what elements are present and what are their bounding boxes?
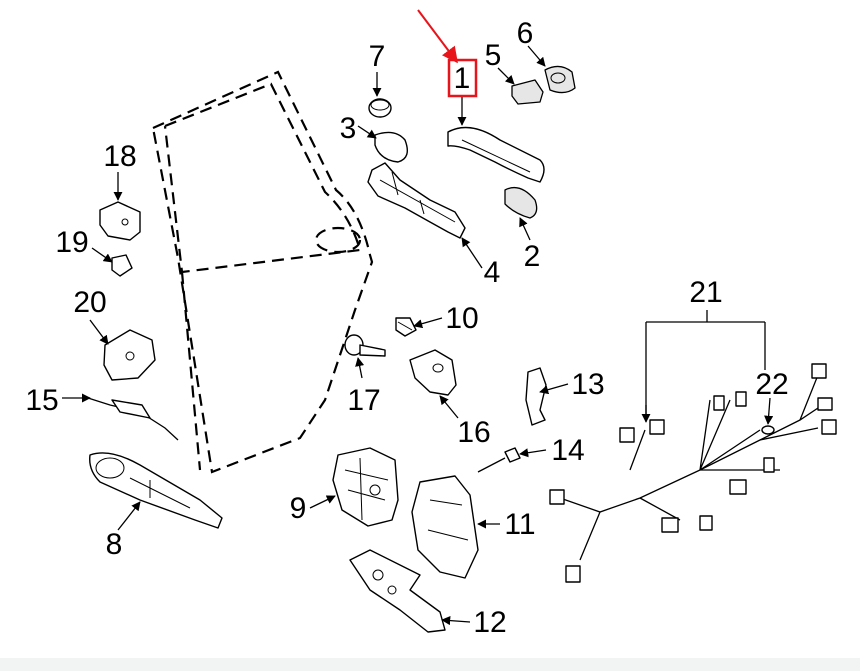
callout-18[interactable]: 18 xyxy=(103,140,136,173)
part-13-seal[interactable] xyxy=(525,367,547,426)
part-1-outside-handle[interactable] xyxy=(447,126,545,183)
part-12-bracket[interactable] xyxy=(349,549,446,633)
callout-9[interactable]: 9 xyxy=(290,492,307,525)
part-3-gasket[interactable] xyxy=(374,131,408,163)
callout-13[interactable]: 13 xyxy=(571,368,604,401)
highlight-marker xyxy=(417,9,478,98)
part-10-bolt[interactable] xyxy=(395,317,417,337)
callout-3[interactable]: 3 xyxy=(340,112,357,145)
part-11-latch-cover[interactable] xyxy=(411,475,479,579)
callout-14[interactable]: 14 xyxy=(551,434,584,467)
callout-8[interactable]: 8 xyxy=(106,528,123,561)
callout-labels: 1 2 3 4 5 6 7 8 9 10 11 12 13 14 15 16 1… xyxy=(25,17,788,639)
part-7-plug[interactable] xyxy=(368,98,392,118)
callout-10[interactable]: 10 xyxy=(445,302,478,335)
callout-21[interactable]: 21 xyxy=(689,276,722,309)
part-18-upper-hinge[interactable] xyxy=(99,201,141,241)
callout-4[interactable]: 4 xyxy=(484,256,501,289)
part-5-cap[interactable] xyxy=(511,79,544,105)
part-17-striker-bolt[interactable] xyxy=(344,334,386,357)
part-22-clip[interactable] xyxy=(761,425,775,435)
part-19-pin[interactable] xyxy=(111,254,133,277)
part-8-inside-handle[interactable] xyxy=(89,452,223,529)
part-4-handle-carrier[interactable] xyxy=(367,162,466,239)
callout-1[interactable]: 1 xyxy=(454,62,471,95)
part-15-cable[interactable] xyxy=(87,397,179,441)
callout-16[interactable]: 16 xyxy=(457,416,490,449)
part-20-lower-hinge[interactable] xyxy=(103,329,156,381)
leader-lines xyxy=(62,45,774,626)
callout-2[interactable]: 2 xyxy=(524,240,541,273)
door-outline xyxy=(151,70,374,474)
callout-12[interactable]: 12 xyxy=(473,606,506,639)
callout-6[interactable]: 6 xyxy=(517,17,534,50)
part-14-rod[interactable] xyxy=(477,447,521,473)
callout-15[interactable]: 15 xyxy=(25,384,58,417)
part-6-cylinder-cover[interactable] xyxy=(544,65,576,94)
bottom-strip xyxy=(0,658,860,671)
part-9-door-latch[interactable] xyxy=(332,447,399,527)
part-16-guard[interactable] xyxy=(409,349,457,396)
part-21-wiring-harness[interactable] xyxy=(549,363,837,583)
callout-7[interactable]: 7 xyxy=(369,40,386,73)
callout-22[interactable]: 22 xyxy=(755,368,788,401)
callout-20[interactable]: 20 xyxy=(73,286,106,319)
part-2-handle-bezel[interactable] xyxy=(504,186,538,219)
callout-11[interactable]: 11 xyxy=(504,508,535,541)
callout-5[interactable]: 5 xyxy=(485,39,502,72)
callout-17[interactable]: 17 xyxy=(347,384,380,417)
callout-19[interactable]: 19 xyxy=(55,226,88,259)
